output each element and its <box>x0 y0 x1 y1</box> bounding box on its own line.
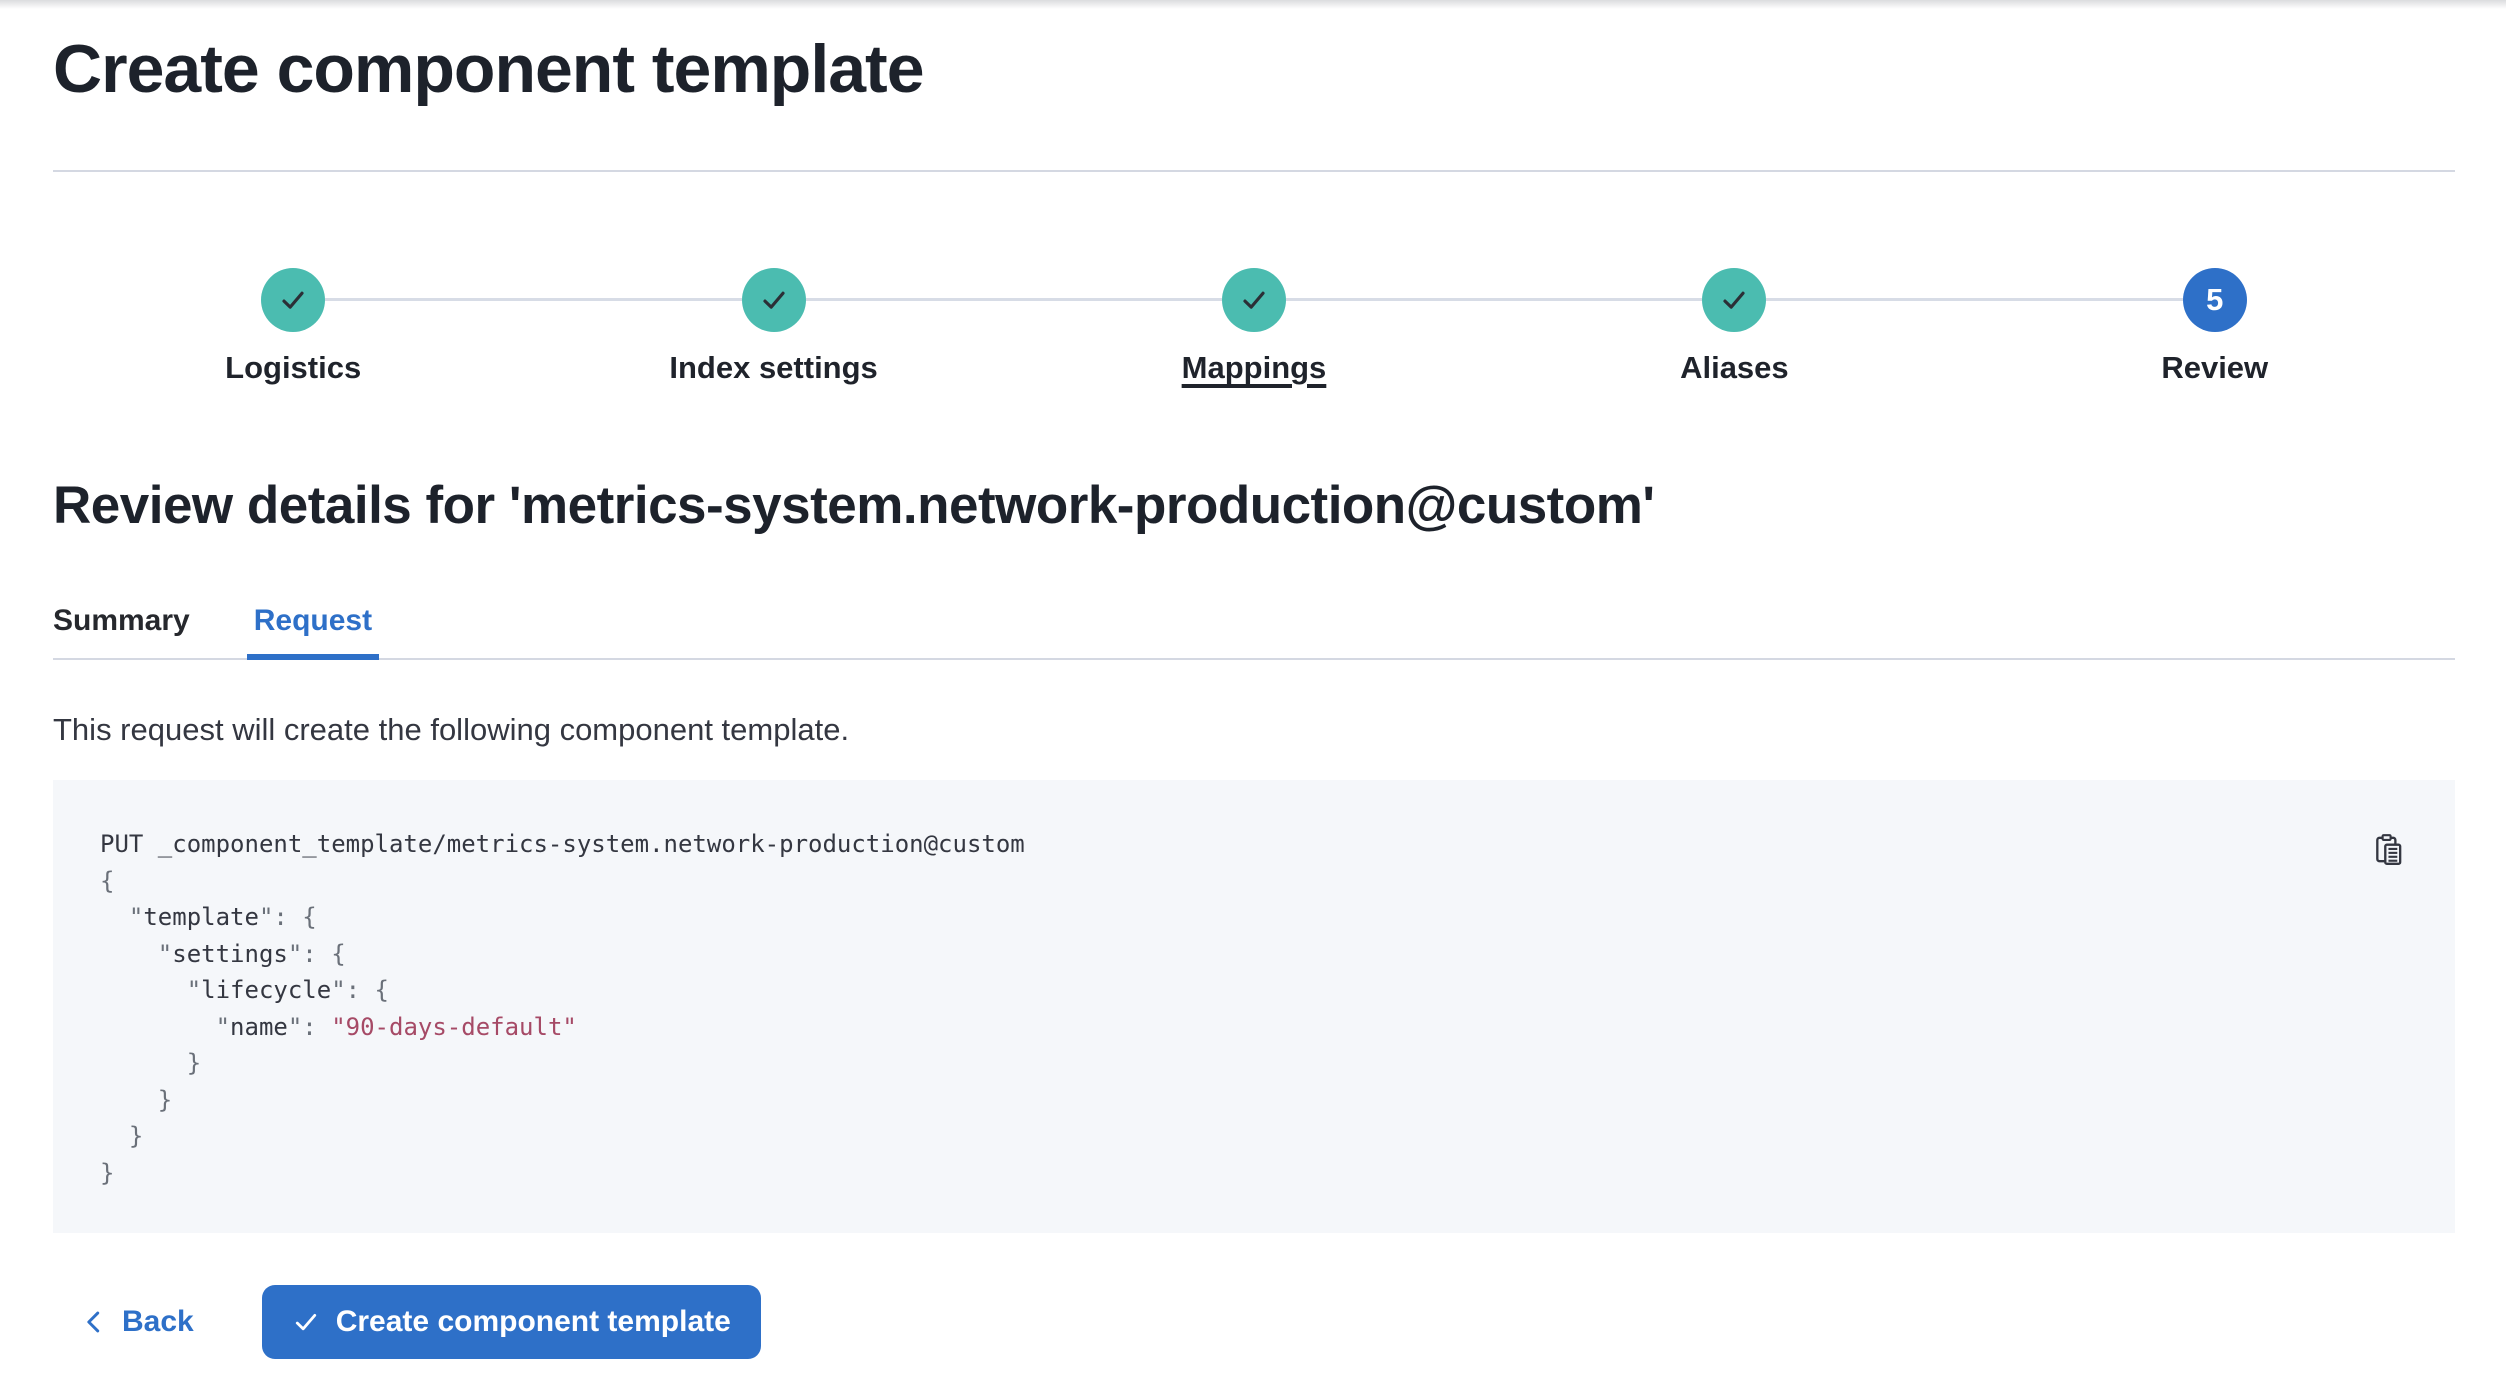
step-logistics-circle[interactable] <box>261 268 326 332</box>
back-button-label: Back <box>122 1305 194 1338</box>
step-index-settings: Index settings <box>533 268 1223 388</box>
tabs: Summary Request <box>53 602 2455 660</box>
step-indicator: Logistics Index settings Mappings <box>53 268 2455 388</box>
review-heading: Review details for 'metrics-system.netwo… <box>53 476 1655 535</box>
check-icon <box>759 285 789 315</box>
step-review-label: Review <box>2161 348 2268 388</box>
step-index-settings-circle[interactable] <box>741 268 806 332</box>
step-mappings-label[interactable]: Mappings <box>1182 348 1327 388</box>
step-mappings-circle[interactable] <box>1221 268 1286 332</box>
request-description: This request will create the following c… <box>53 712 850 747</box>
step-aliases: Aliases <box>1494 268 2184 388</box>
page-title: Create component template <box>53 31 925 107</box>
create-button-label: Create component template <box>335 1305 731 1338</box>
code-content: PUT _component_template/metrics-system.n… <box>100 830 1025 1187</box>
step-review: 5 Review <box>1975 268 2455 388</box>
step-aliases-label[interactable]: Aliases <box>1680 348 1789 388</box>
back-button[interactable]: Back <box>53 1285 218 1359</box>
check-icon <box>1719 285 1749 315</box>
tab-request[interactable]: Request <box>246 602 380 660</box>
copy-button[interactable] <box>2371 832 2407 868</box>
create-component-template-button[interactable]: Create component template <box>261 1285 761 1359</box>
step-logistics-label[interactable]: Logistics <box>225 348 361 388</box>
step-aliases-circle[interactable] <box>1702 268 1767 332</box>
copy-to-clipboard-icon <box>2372 833 2406 867</box>
window-top-edge <box>0 0 2506 9</box>
step-review-number: 5 <box>2206 282 2224 317</box>
request-code-block: PUT _component_template/metrics-system.n… <box>53 780 2455 1233</box>
check-icon <box>292 1308 320 1336</box>
step-logistics: Logistics <box>53 268 743 388</box>
chevron-left-icon <box>81 1309 107 1335</box>
footer-actions: Back Create component template <box>53 1285 2455 1359</box>
step-review-circle: 5 <box>2182 268 2247 332</box>
tab-summary[interactable]: Summary <box>46 602 197 658</box>
check-icon <box>278 285 308 315</box>
check-icon <box>1239 285 1269 315</box>
step-mappings: Mappings <box>1014 268 1703 388</box>
page-content: Create component template Logistics Inde… <box>53 0 2455 1359</box>
step-index-settings-label[interactable]: Index settings <box>669 348 877 388</box>
title-divider <box>53 170 2455 172</box>
